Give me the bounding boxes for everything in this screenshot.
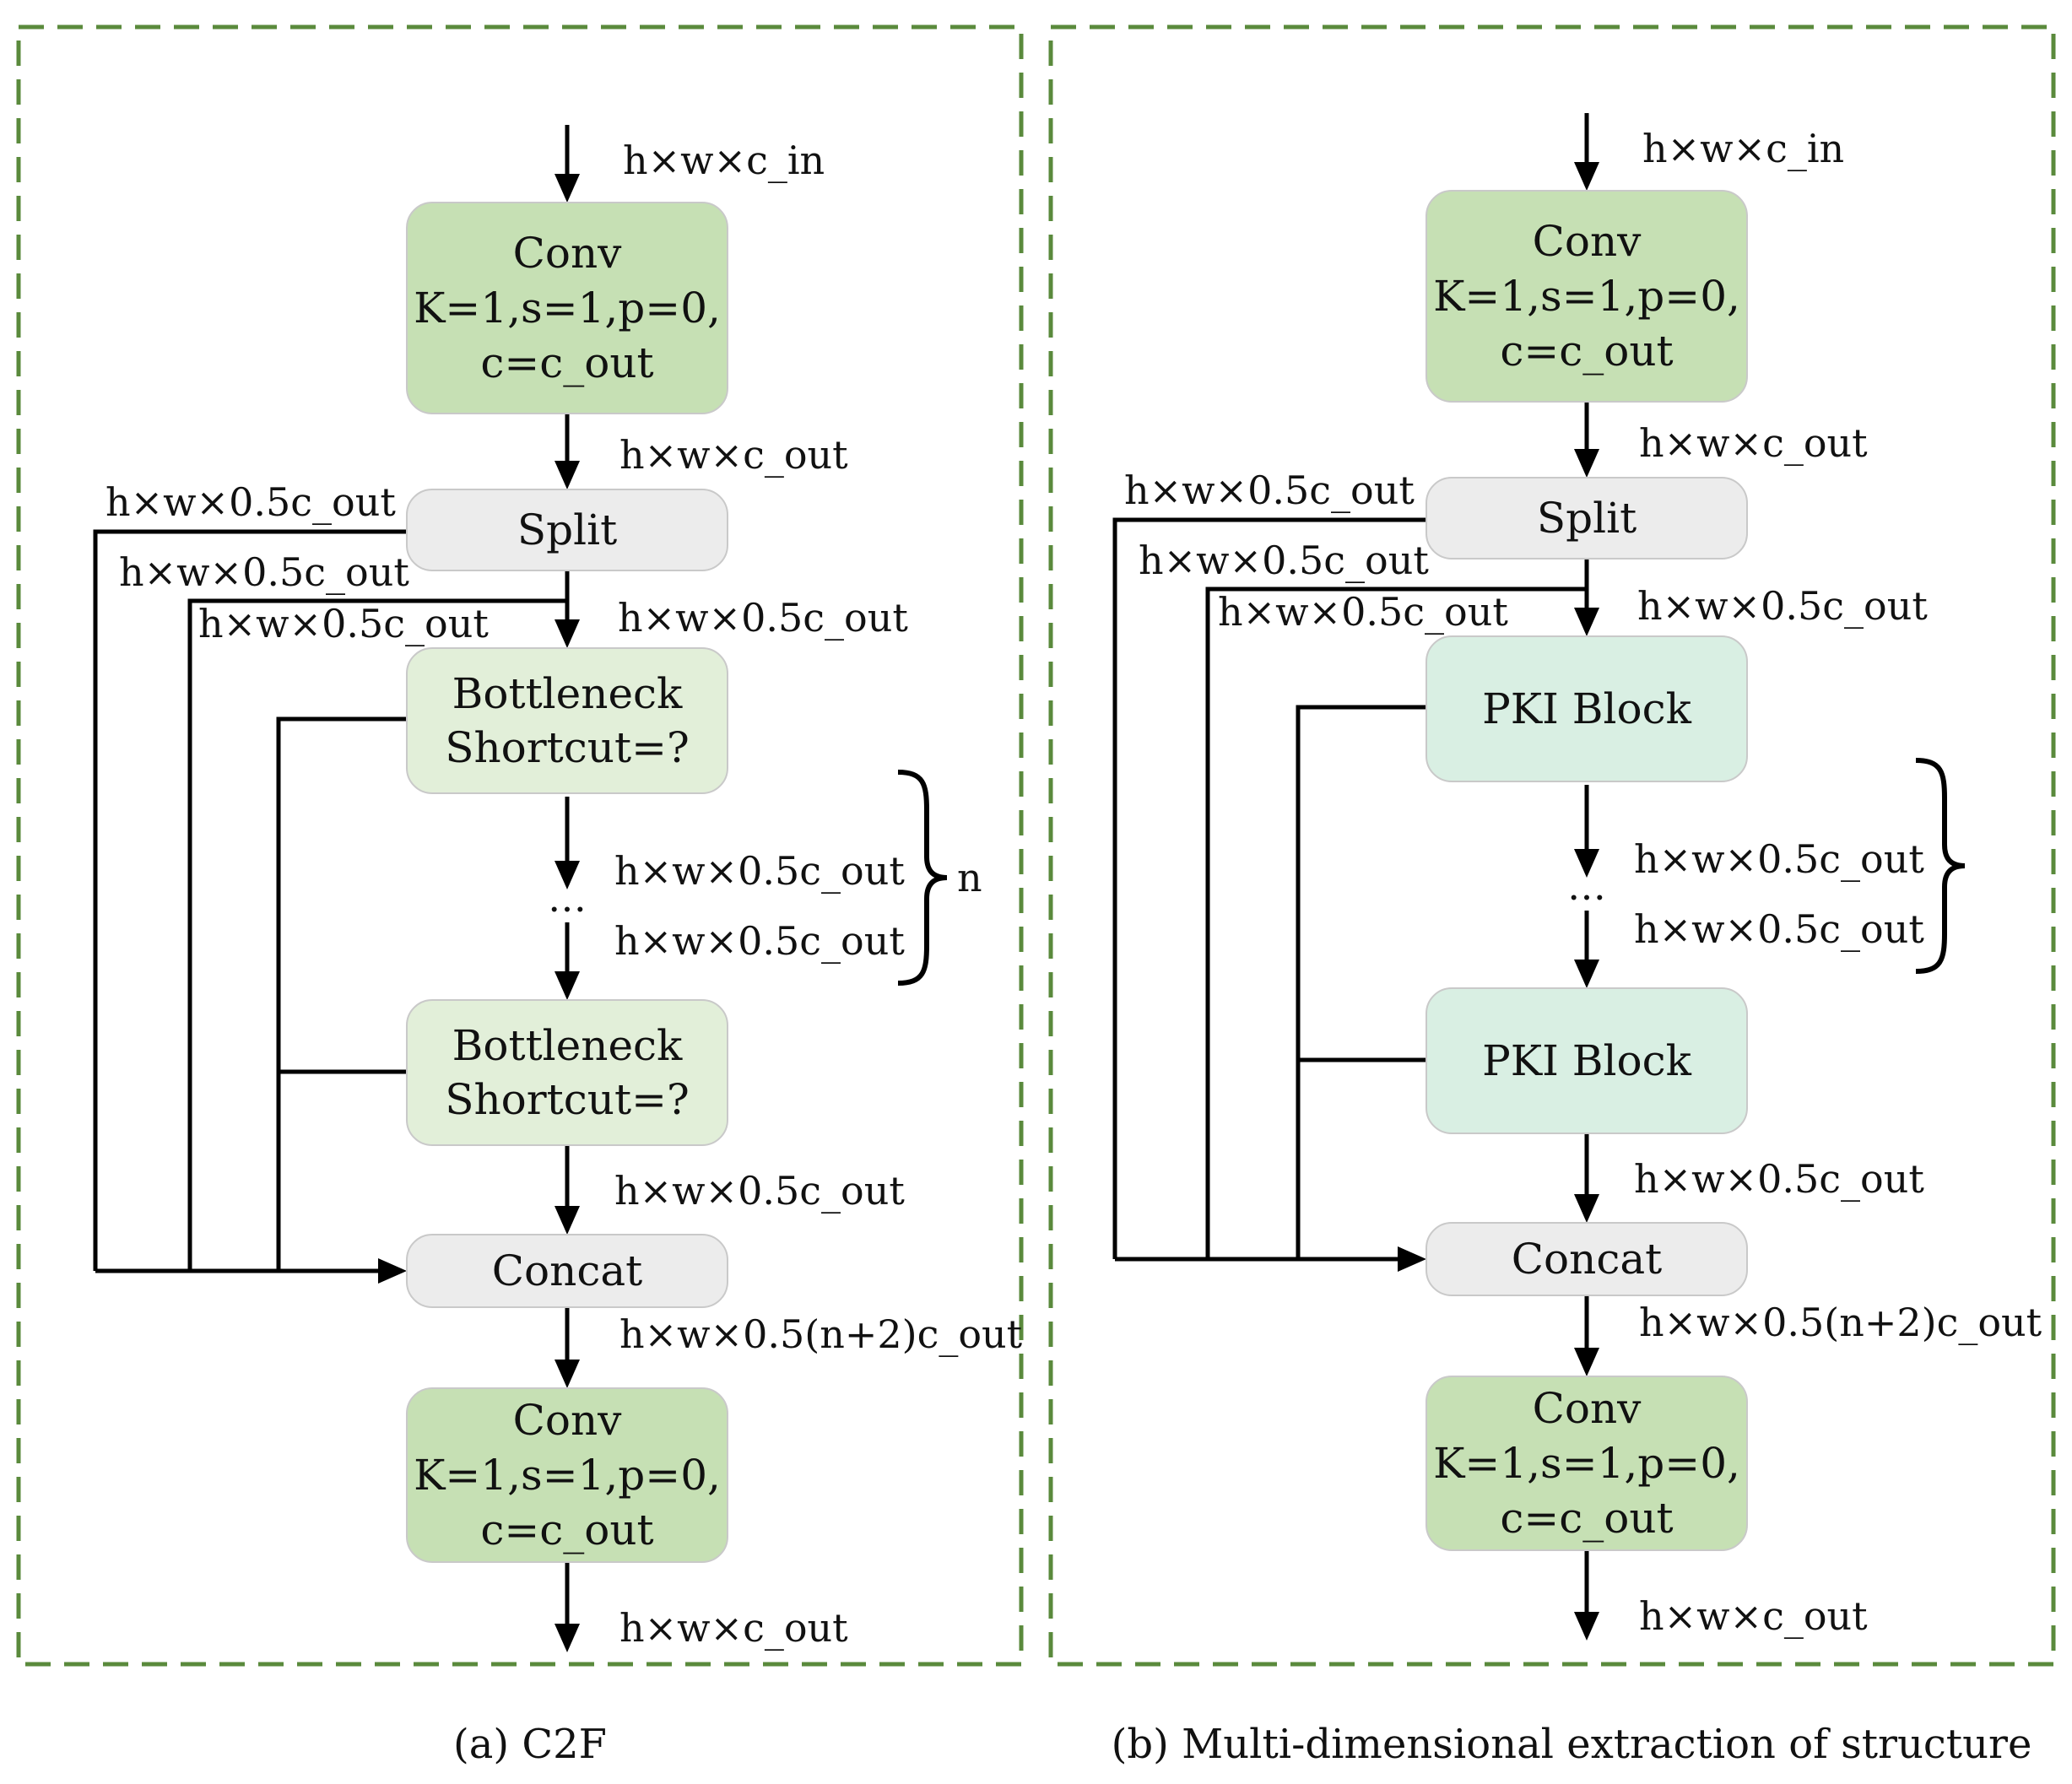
panel_a-arrow-conv-split-head (555, 461, 580, 489)
panel_b-conv-bottom-box-text-3: c=c_out (1500, 1494, 1673, 1543)
panel_b-arrow-input-head (1574, 162, 1599, 191)
panel_a-conv-bottom-box (406, 1387, 728, 1563)
panel_b-arrow-output-head (1574, 1612, 1599, 1641)
panel_a-label-split-main: h×w×0.5c_out (618, 595, 908, 641)
panel_a-arrow-repeat-1-head (555, 861, 580, 889)
panel_a-label-split-branch-3: h×w×0.5c_out (198, 601, 489, 646)
panel_a-arrow-repeat-2-head (555, 971, 580, 1000)
panel_b-conv-bottom-box-text-1: Conv (1533, 1384, 1642, 1433)
panel_b-arrow-repeat-1-head (1574, 849, 1599, 878)
panel_b-conv-bottom-box-text-2: K=1,s=1,p=0, (1433, 1439, 1740, 1488)
panel_a-label-after-block2: h×w×0.5c_out (614, 1168, 905, 1214)
panel_a-label-repeat-2: h×w×0.5c_out (614, 918, 905, 964)
panel_b-arrow-block2-concat-head (1574, 1194, 1599, 1223)
panel_a-concat-box-text-1: Concat (492, 1246, 642, 1295)
panel_a-arrow-input-head (555, 174, 580, 203)
panel_b-skip-block1 (1296, 705, 1426, 1259)
panel_b-concat-box (1426, 1222, 1748, 1296)
panel_a-concat-box (406, 1234, 728, 1308)
panel_a-conv-bottom-box-text-2: K=1,s=1,p=0, (414, 1451, 721, 1500)
panel_b-conv-top-box-text-3: c=c_out (1500, 327, 1673, 376)
panel_b-label-output: h×w×c_out (1639, 1593, 1868, 1639)
panel_b-label-after-conv: h×w×c_out (1639, 420, 1868, 466)
panel_a-conv-top-box-text-2: K=1,s=1,p=0, (414, 284, 721, 332)
panel_b-conv-top-box (1426, 190, 1748, 403)
panel_b-label-after-concat: h×w×0.5(n+2)c_out (1639, 1300, 2042, 1345)
panel_a-label-split-branch-2: h×w×0.5c_out (119, 549, 409, 595)
panel_b-conv-top-box-text-2: K=1,s=1,p=0, (1433, 272, 1740, 321)
panel_a-label-repeat-1: h×w×0.5c_out (614, 848, 905, 894)
panel_b-dots: … (1567, 863, 1606, 909)
panel_a-label-input: h×w×c_in (623, 138, 825, 183)
panel_a-arrow-block2-concat-head (555, 1206, 580, 1235)
panel_b-split-box (1426, 477, 1748, 560)
panel_b-label-repeat-2: h×w×0.5c_out (1634, 906, 1924, 952)
panel_b-block1-box (1426, 635, 1748, 782)
panel_b-arrow-conv-split-head (1574, 449, 1599, 478)
panel_a-split-box (406, 489, 728, 571)
panel_a-skip-split-inner (187, 598, 567, 1271)
panel_b-block1-box-text-1: PKI Block (1482, 684, 1691, 733)
panel_a-block2-box-text-1: Bottleneck (452, 1021, 683, 1070)
panel_a-label-after-conv: h×w×c_out (619, 432, 848, 478)
panel_a-brace (897, 770, 948, 986)
panel_a-arrow-output-head (555, 1624, 580, 1652)
panel_a-block2-box-text-2: Shortcut=? (445, 1075, 690, 1124)
panel_a-conv-top-box-text-1: Conv (513, 229, 623, 278)
panel_a-block1-box-text-1: Bottleneck (452, 669, 683, 718)
panel_b-conv-top-box-text-1: Conv (1533, 217, 1642, 266)
panel_b-label-repeat-1: h×w×0.5c_out (1634, 836, 1924, 882)
panel_a-conv-top-box-text-3: c=c_out (480, 338, 653, 387)
panel_a-label-after-concat: h×w×0.5(n+2)c_out (619, 1311, 1023, 1357)
panel_b-block2-box-text-1: PKI Block (1482, 1036, 1691, 1085)
panel_a-block2-box (406, 999, 728, 1146)
panel_b-label-split-main: h×w×0.5c_out (1637, 583, 1928, 629)
panel_a-arrow-concat-conv-head (555, 1360, 580, 1388)
panel_a-block1-box-text-2: Shortcut=? (445, 723, 690, 772)
panel_b-label-split-branch-3: h×w×0.5c_out (1218, 589, 1508, 635)
panel_a-brace-label: n (957, 855, 982, 900)
panel_a-label-split-branch-1: h×w×0.5c_out (105, 479, 396, 525)
panel_b-arrow-concat-conv-head (1574, 1348, 1599, 1376)
panel_b-brace (1915, 758, 1966, 974)
panel_b-concat-feed-head (1398, 1246, 1426, 1272)
panel_b-split-box-text-1: Split (1537, 494, 1637, 543)
panel_a-skip-block1 (276, 716, 407, 1271)
panel_b-arrow-repeat-2-head (1574, 960, 1599, 988)
panel_a-skip-split-outer (93, 529, 407, 1271)
panel_a-conv-bottom-box-text-1: Conv (513, 1396, 623, 1445)
panel_b-concat-box-text-1: Concat (1512, 1235, 1662, 1284)
panel_b-block2-box (1426, 987, 1748, 1134)
panel_b-conv-bottom-box (1426, 1376, 1748, 1551)
panel_a-label-output: h×w×c_out (619, 1605, 848, 1651)
panel_a-conv-top-box (406, 202, 728, 414)
panel_b-caption: (b) Multi-dimensional extraction of stru… (1112, 1721, 2032, 1768)
panel_a-block1-box (406, 647, 728, 794)
panel_a-dots: … (548, 875, 587, 921)
panel_b-label-split-branch-2: h×w×0.5c_out (1139, 538, 1429, 583)
panel_b-arrow-split-block1-head (1574, 608, 1599, 636)
panel_b-label-after-block2: h×w×0.5c_out (1634, 1156, 1924, 1202)
panel_b-skip-split-inner (1205, 587, 1587, 1259)
panel_a-conv-bottom-box-text-3: c=c_out (480, 1506, 653, 1554)
panel_a-caption: (a) C2F (453, 1721, 607, 1768)
panel_b-label-input: h×w×c_in (1642, 126, 1844, 171)
panel_a-split-box-text-1: Split (517, 505, 617, 554)
panel_a-concat-feed-head (378, 1258, 407, 1284)
panel_b-label-split-branch-1: h×w×0.5c_out (1124, 468, 1415, 513)
panel_a-arrow-split-block1-head (555, 619, 580, 648)
panel_b-skip-split-outer (1112, 517, 1426, 1259)
